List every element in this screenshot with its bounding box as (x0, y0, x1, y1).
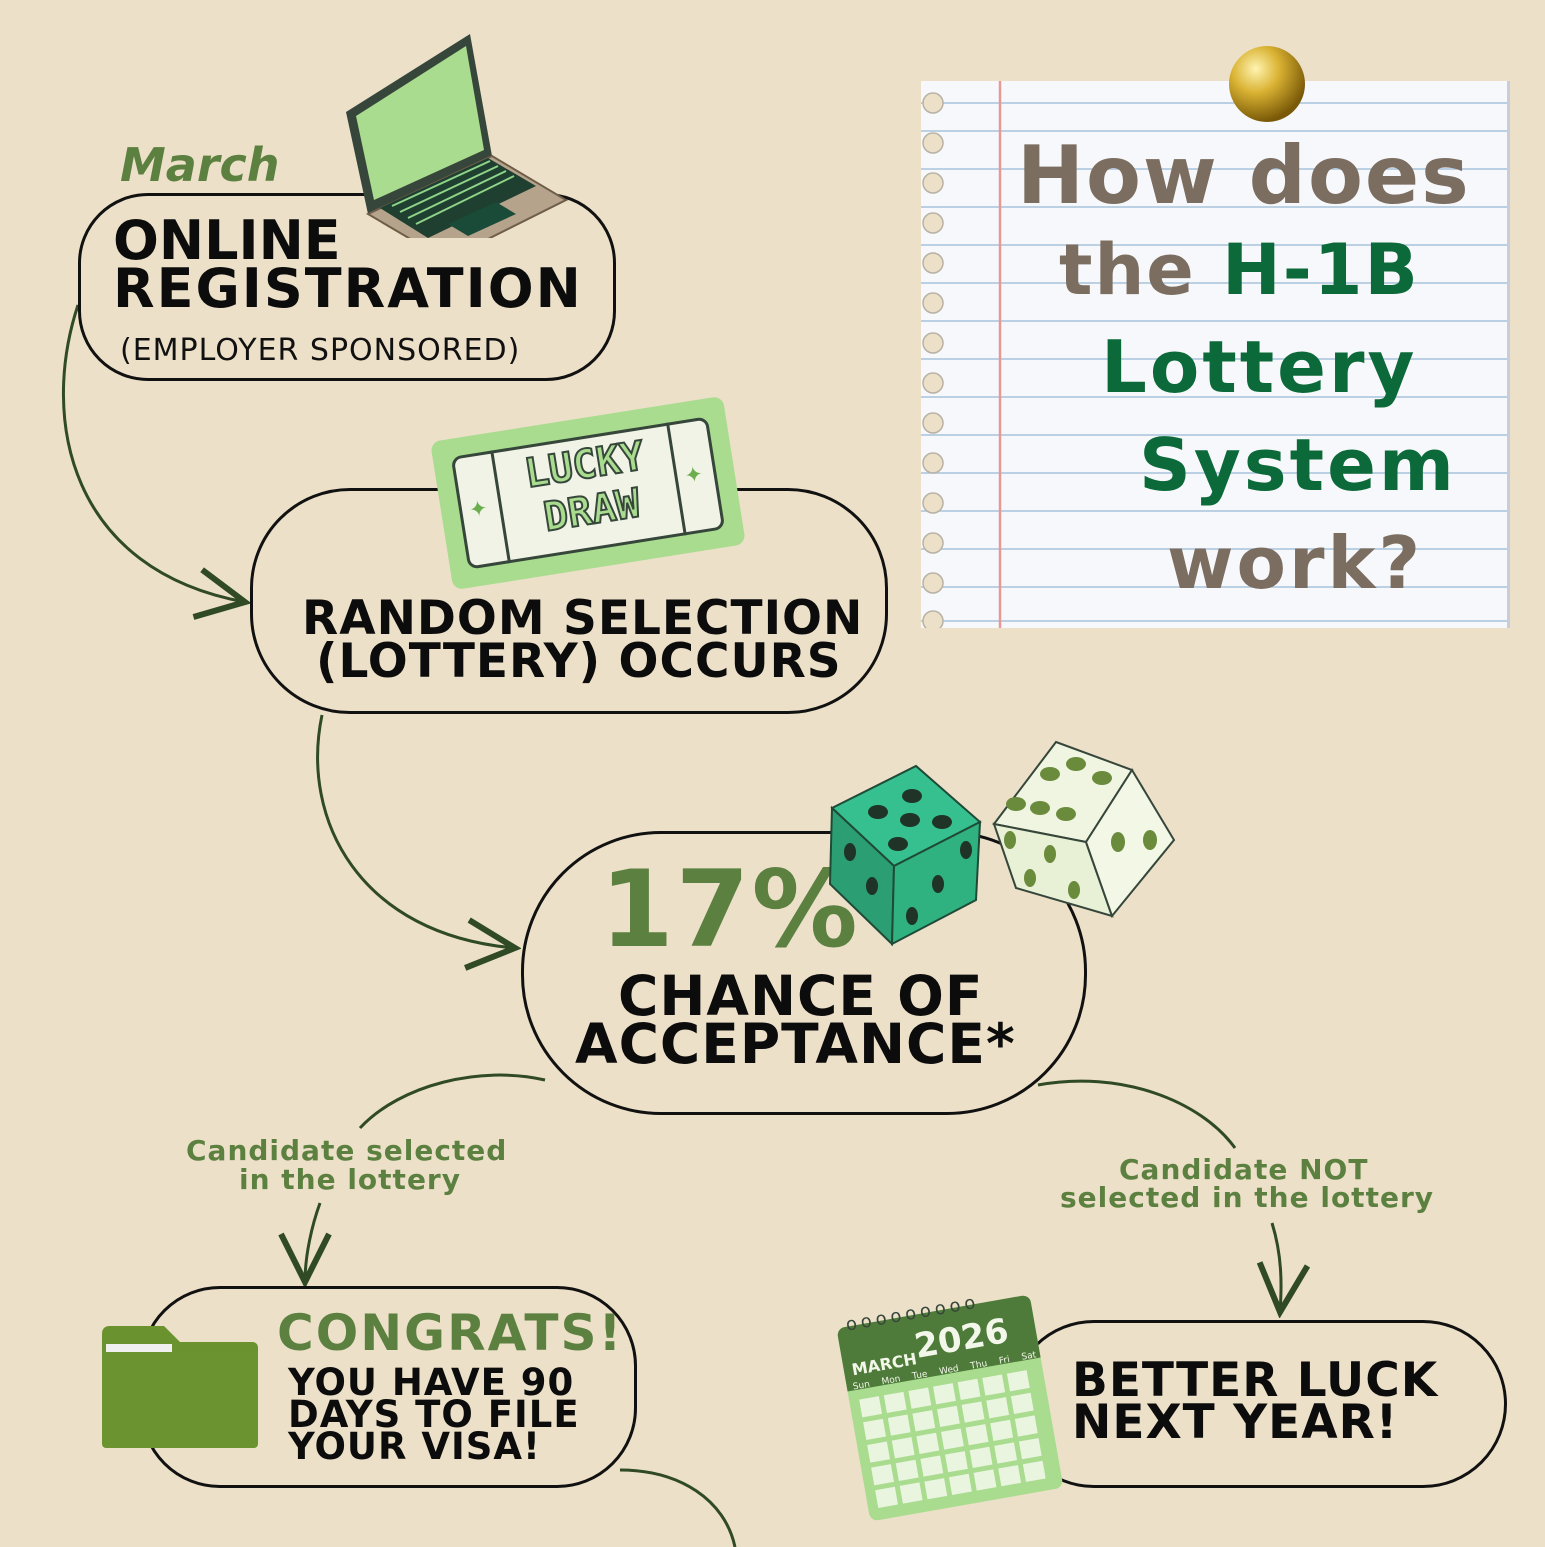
registration-title-2: REGISTRATION (113, 257, 583, 320)
folder-icon (102, 1326, 258, 1448)
title-note: How does the H-1B Lottery System work? (921, 81, 1510, 628)
not-selected-branch-label-2: selected in the lottery (1060, 1181, 1434, 1214)
better-luck-line-2: NEXT YEAR! (1072, 1395, 1399, 1450)
selected-branch-label-2: in the lottery (239, 1163, 461, 1196)
congrats-line-2: DAYS TO FILE (288, 1393, 580, 1436)
congrats-line-1: YOU HAVE 90 (288, 1361, 575, 1404)
title-line-4: System (1139, 423, 1457, 507)
title-h1b: H-1B (1222, 229, 1420, 311)
registration-title-1: ONLINE (113, 209, 341, 272)
green-dice-icon (828, 764, 982, 947)
arrow-selection-to-chance (316, 714, 515, 948)
ruled-lines (921, 81, 1507, 628)
arrow-to-better-luck (1272, 1222, 1281, 1312)
arrow-chance-to-selected-top (358, 1073, 546, 1130)
registration-subtitle: (EMPLOYER SPONSORED) (120, 333, 521, 368)
not-selected-branch-label-1: Candidate NOT (1119, 1153, 1369, 1186)
sparkle-icon: ✦ (467, 496, 490, 524)
chance-percent: 17% (600, 848, 860, 971)
congrats-headline: CONGRATS! (277, 1304, 624, 1362)
arrow-chance-to-notselected-top (1037, 1079, 1237, 1149)
calendar-grid (859, 1370, 1046, 1508)
title-line-2-prefix: the (1059, 229, 1196, 311)
chance-line-1: CHANCE OF (618, 964, 984, 1028)
registration-month: March (120, 138, 280, 192)
chance-box (521, 831, 1087, 1115)
arrow-congrats-continue (619, 1468, 737, 1547)
selected-branch-label-1: Candidate selected (186, 1134, 508, 1167)
better-luck-line-1: BETTER LUCK (1072, 1353, 1439, 1408)
selection-title-1: RANDOM SELECTION (302, 591, 864, 646)
sparkle-icon: ✦ (682, 461, 705, 490)
calendar-icon: ooooooooo MARCH 2026 Sun Mon Tue Wed Thu… (836, 1291, 1064, 1522)
selection-title-2: (LOTTERY) OCCURS (316, 634, 842, 689)
pushpin-icon (1229, 46, 1305, 122)
white-dice-icon (992, 740, 1176, 919)
registration-box (78, 193, 616, 381)
laptop-icon (346, 34, 569, 238)
title-line-1: How does (1017, 129, 1471, 222)
title-line-5: work? (1167, 521, 1424, 605)
congrats-line-3: YOUR VISA! (288, 1425, 541, 1468)
arrow-to-congrats (305, 1202, 320, 1282)
title-line-3: Lottery (1101, 325, 1418, 409)
title-line-2: the H-1B (1059, 229, 1420, 311)
chance-line-2: ACCEPTANCE* (575, 1012, 1016, 1076)
day-fri: Fri (998, 1354, 1011, 1367)
arrow-registration-to-selection (62, 304, 245, 602)
